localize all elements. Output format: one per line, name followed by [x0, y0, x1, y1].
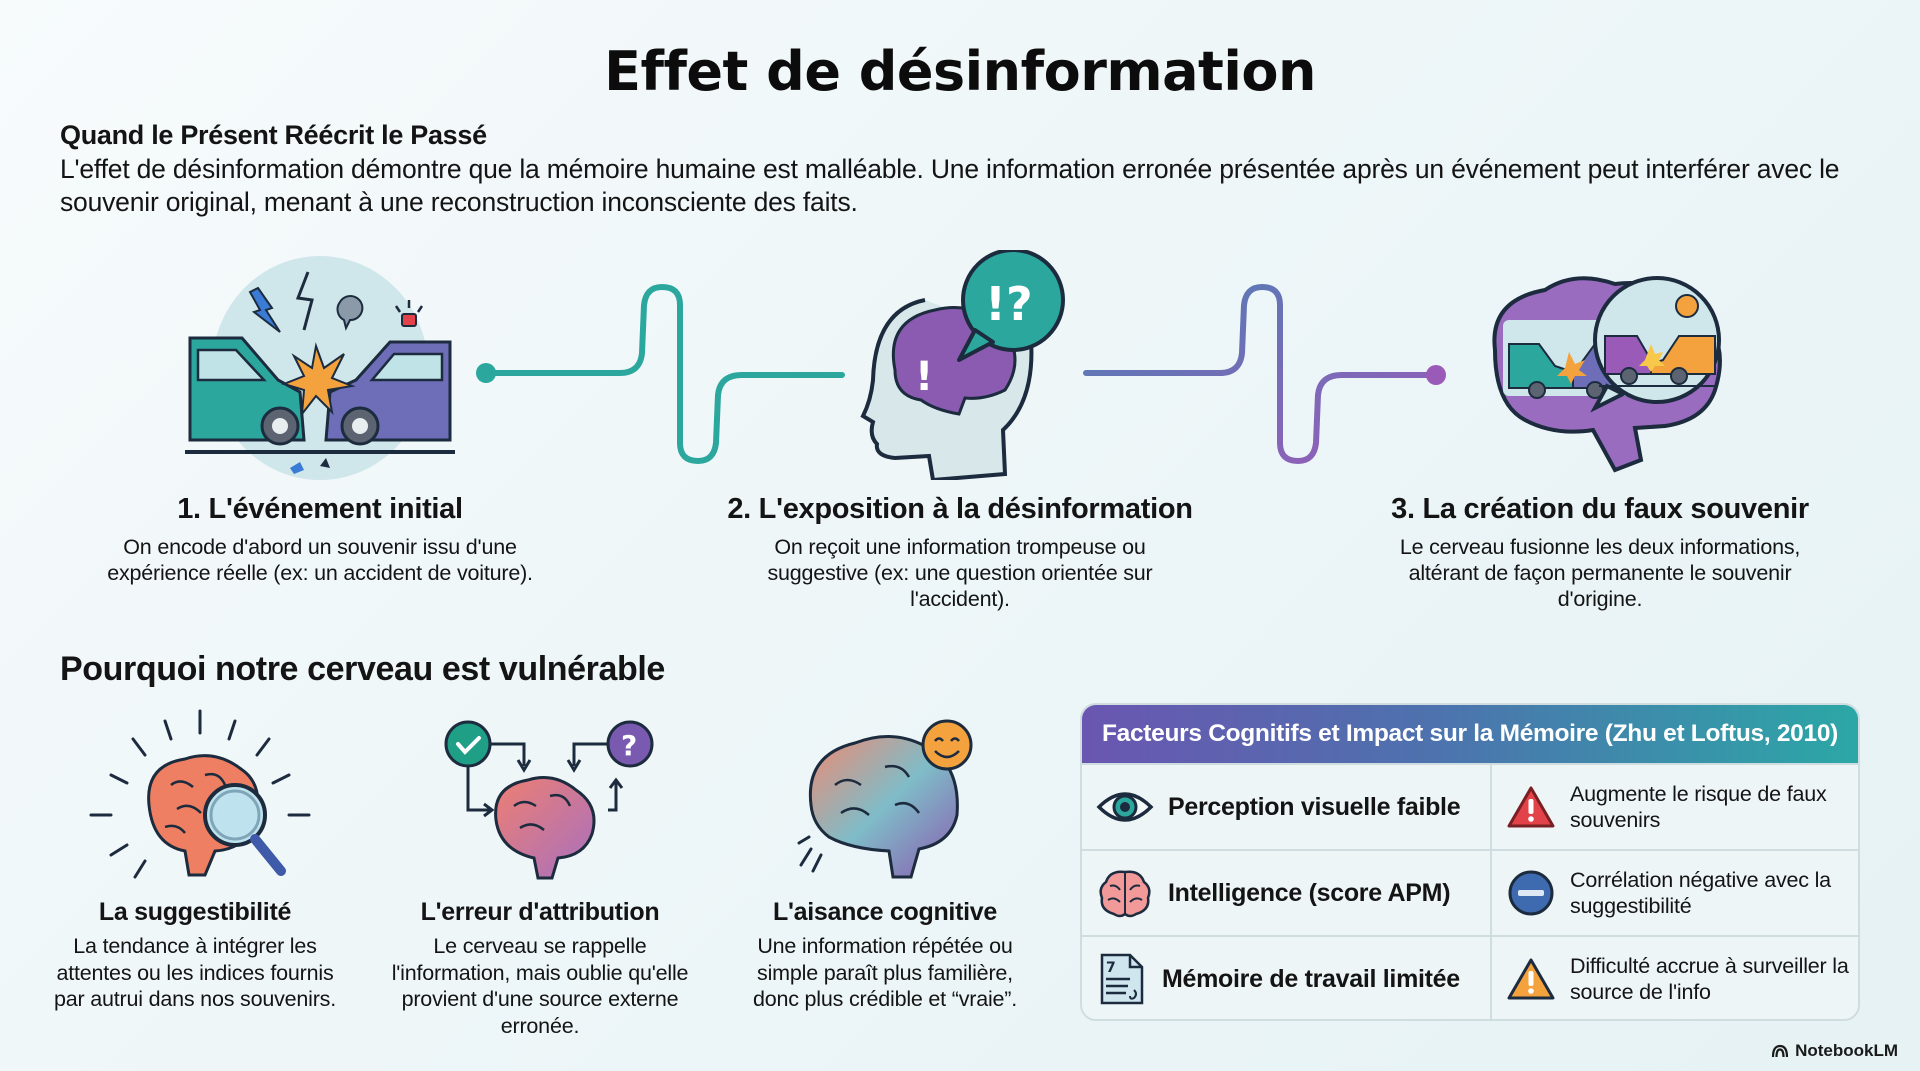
- brain-merged-memory-icon: [1465, 260, 1745, 480]
- factor-cognitive-ease-title: L'aisance cognitive: [773, 898, 997, 926]
- table-header: Facteurs Cognitifs et Impact sur la Mémo…: [1082, 705, 1858, 763]
- intro-section: Quand le Présent Réécrit le Passé L'effe…: [60, 120, 1860, 219]
- table-row: 7 Mémoire de travail limitée Difficulté …: [1082, 935, 1858, 1019]
- brain-magnifier-icon: [85, 705, 315, 880]
- page-title: Effet de désinformation: [604, 40, 1316, 103]
- svg-text:!: !: [915, 354, 933, 400]
- step-3: 3. La création du faux souvenir Le cerve…: [1330, 493, 1870, 612]
- brain-smiley-icon: [795, 715, 985, 880]
- step-1: 1. L'événement initial On encode d'abord…: [60, 493, 580, 586]
- intro-heading: Quand le Présent Réécrit le Passé: [60, 120, 487, 150]
- cognitive-factors-table: Facteurs Cognitifs et Impact sur la Mémo…: [1080, 703, 1860, 1021]
- step-2-description: On reçoit une information trompeuse ou s…: [767, 535, 1153, 611]
- table-cell-factor: Intelligence (score APM): [1082, 851, 1492, 935]
- eye-icon: [1096, 787, 1154, 827]
- factor-label: Intelligence (score APM): [1168, 878, 1451, 907]
- table-row: Intelligence (score APM) Corrélation nég…: [1082, 849, 1858, 935]
- table-cell-impact: Augmente le risque de faux souvenirs: [1492, 765, 1858, 849]
- document-icon: 7: [1096, 952, 1148, 1006]
- factor-label: Perception visuelle faible: [1168, 792, 1461, 821]
- factor-attribution-error: L'erreur d'attribution Le cerveau se rap…: [380, 898, 700, 1039]
- impact-label: Corrélation négative avec la suggestibil…: [1570, 868, 1831, 918]
- factor-label: Mémoire de travail limitée: [1162, 964, 1460, 993]
- step-3-description: Le cerveau fusionne les deux information…: [1399, 535, 1801, 611]
- factor-cognitive-ease: L'aisance cognitive Une information répé…: [740, 898, 1030, 1013]
- brain-source-arrows-icon: ?: [440, 710, 660, 880]
- brand-badge: NotebookLM: [1771, 1041, 1898, 1061]
- svg-text:!?: !?: [985, 277, 1033, 331]
- svg-text:?: ?: [621, 729, 637, 762]
- warning-red-icon: [1506, 785, 1556, 829]
- table-cell-impact: Difficulté accrue à surveiller la source…: [1492, 937, 1858, 1019]
- factor-suggestibility: La suggestibilité La tendance à intégrer…: [50, 898, 340, 1013]
- step-2: 2. L'exposition à la désinformation On r…: [690, 493, 1230, 612]
- vulnerability-heading: Pourquoi notre cerveau est vulnérable: [60, 650, 665, 688]
- factor-attribution-error-title: L'erreur d'attribution: [420, 898, 660, 926]
- connector-step1-step2: [470, 275, 850, 470]
- intro-body: L'effet de désinformation démontre que l…: [60, 154, 1840, 217]
- impact-label: Difficulté accrue à surveiller la source…: [1570, 954, 1849, 1004]
- step-1-description: On encode d'abord un souvenir issu d'une…: [107, 535, 533, 585]
- impact-label: Augmente le risque de faux souvenirs: [1570, 782, 1827, 832]
- step-3-title: 3. La création du faux souvenir: [1391, 493, 1809, 525]
- connector-step2-step3: [1080, 275, 1450, 470]
- head-question-icon: ! !?: [855, 248, 1085, 483]
- step-2-title: 2. L'exposition à la désinformation: [727, 493, 1193, 525]
- brand-name: NotebookLM: [1795, 1041, 1898, 1060]
- notebooklm-logo-icon: [1771, 1044, 1789, 1058]
- step-1-title: 1. L'événement initial: [177, 493, 463, 525]
- table-row: Perception visuelle faible Augmente le r…: [1082, 763, 1858, 849]
- factor-suggestibility-title: La suggestibilité: [98, 898, 292, 926]
- factor-cognitive-ease-description: Une information répétée ou simple paraît…: [752, 934, 1018, 1011]
- table-cell-factor: 7 Mémoire de travail limitée: [1082, 937, 1492, 1019]
- table-cell-impact: Corrélation négative avec la suggestibil…: [1492, 851, 1858, 935]
- factor-attribution-error-description: Le cerveau se rappelle l'information, ma…: [391, 934, 689, 1038]
- car-crash-icon: [180, 250, 460, 480]
- warning-orange-icon: [1506, 957, 1556, 1001]
- brain-icon: [1096, 868, 1154, 918]
- table-cell-factor: Perception visuelle faible: [1082, 765, 1492, 849]
- factor-suggestibility-description: La tendance à intégrer les attentes ou l…: [53, 934, 337, 1011]
- minus-circle-icon: [1506, 868, 1556, 918]
- svg-text:7: 7: [1106, 960, 1116, 976]
